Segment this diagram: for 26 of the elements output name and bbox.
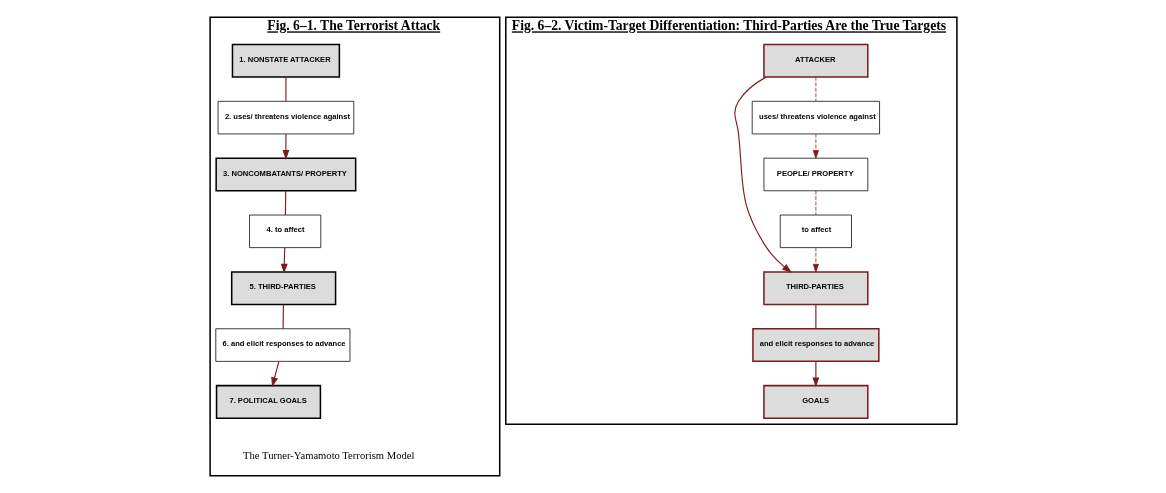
node-box: 4. to affect — [248, 214, 321, 248]
node-box: ATTACKER — [762, 43, 869, 78]
node-box: GOALS — [762, 384, 869, 419]
arrow — [811, 360, 819, 388]
connector — [814, 304, 816, 330]
node-box: 3. NONCOMBATANTS/ PROPERTY — [214, 157, 356, 192]
arrow — [733, 76, 792, 273]
connector — [815, 190, 816, 216]
node-box: 7. POLITICAL GOALS — [215, 384, 321, 419]
node-box: 6. and elicit responses to advance — [214, 328, 350, 362]
connector — [815, 76, 816, 102]
arrow — [281, 133, 289, 160]
connector — [284, 190, 286, 216]
arrow — [270, 360, 279, 388]
node-box: 1. NONSTATE ATTACKER — [231, 43, 340, 78]
node-box: THIRD-PARTIES — [762, 271, 869, 306]
node-box: PEOPLE/ PROPERTY — [763, 157, 868, 192]
node-box: and elicit responses to advance — [751, 328, 880, 363]
node-box: 5. THIRD-PARTIES — [230, 271, 336, 306]
connector — [282, 304, 284, 330]
arrow — [812, 133, 819, 159]
arrow — [812, 247, 819, 273]
node-box: 2. uses/ threatens violence against — [217, 100, 354, 135]
node-box: to affect — [779, 214, 852, 248]
connector — [284, 76, 286, 102]
node-box: uses/ threatens violence against — [751, 100, 880, 135]
